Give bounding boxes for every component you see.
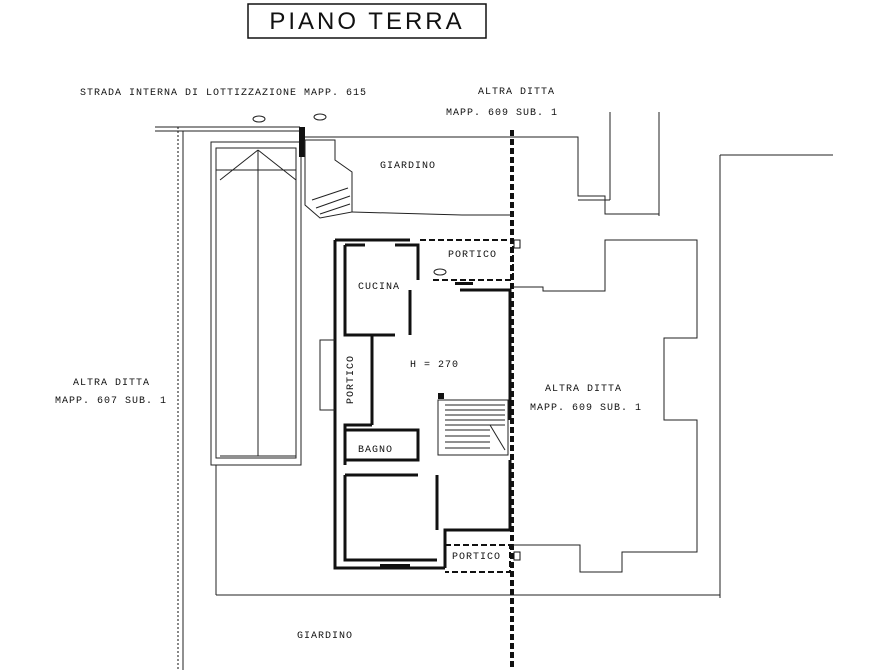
portico-top-label: PORTICO [448, 250, 497, 261]
stairs [437, 393, 509, 456]
right-neighbour [513, 239, 698, 573]
entry-gates [252, 113, 353, 219]
porch-lamp [433, 268, 447, 276]
top-garden [305, 136, 659, 216]
portico-bottom-label: PORTICO [452, 552, 501, 563]
title-box [247, 3, 487, 39]
altra-ditta-top-line1: ALTRA DITTA [478, 87, 555, 98]
altra-ditta-left-line1: ALTRA DITTA [73, 378, 150, 389]
giardino-top-label: GIARDINO [380, 161, 436, 172]
height-label: H = 270 [410, 360, 459, 371]
cucina-label: CUCINA [358, 282, 400, 293]
altra-ditta-right-line2: MAPP. 609 SUB. 1 [530, 403, 642, 414]
altra-ditta-left-line2: MAPP. 607 SUB. 1 [55, 396, 167, 407]
portico-left-label: PORTICO [346, 355, 357, 404]
house-walls [319, 238, 514, 573]
plan-title: PIANO TERRA [269, 8, 464, 35]
property-boundaries [155, 112, 833, 670]
strada-label: STRADA INTERNA DI LOTTIZZAZIONE MAPP. 61… [80, 88, 367, 99]
altra-ditta-right-line1: ALTRA DITTA [545, 384, 622, 395]
giardino-bottom-label: GIARDINO [297, 631, 353, 642]
bagno-label: BAGNO [358, 445, 393, 456]
altra-ditta-top-line2: MAPP. 609 SUB. 1 [446, 108, 558, 119]
garage-strip [210, 141, 302, 466]
